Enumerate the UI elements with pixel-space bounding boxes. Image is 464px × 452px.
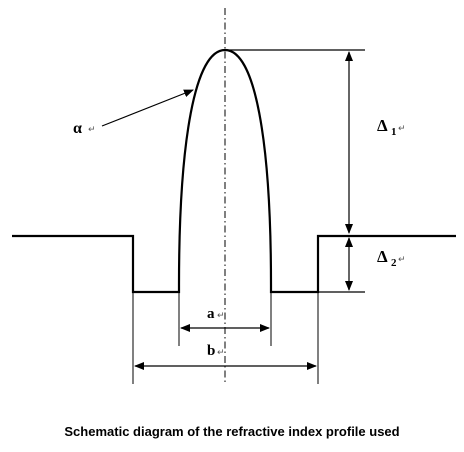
delta1-subscript: 1 — [391, 126, 397, 138]
delta2-return-mark: ↵ — [398, 255, 406, 265]
a-label: a — [207, 306, 215, 322]
b-label: b — [207, 343, 215, 359]
alpha-label: α — [73, 120, 82, 137]
b-return-mark: ↵ — [217, 348, 225, 358]
alpha-return-mark: ↵ — [88, 125, 96, 135]
alpha-pointer-arrow — [101, 89, 194, 127]
index-profile-outline — [12, 48, 456, 294]
delta2-subscript: 2 — [391, 257, 397, 269]
delta2-label: Δ — [377, 247, 388, 266]
figure-caption: Schematic diagram of the refractive inde… — [64, 424, 400, 439]
delta1-label: Δ — [377, 116, 388, 135]
a-return-mark: ↵ — [217, 311, 225, 321]
delta1-return-mark: ↵ — [398, 124, 406, 134]
